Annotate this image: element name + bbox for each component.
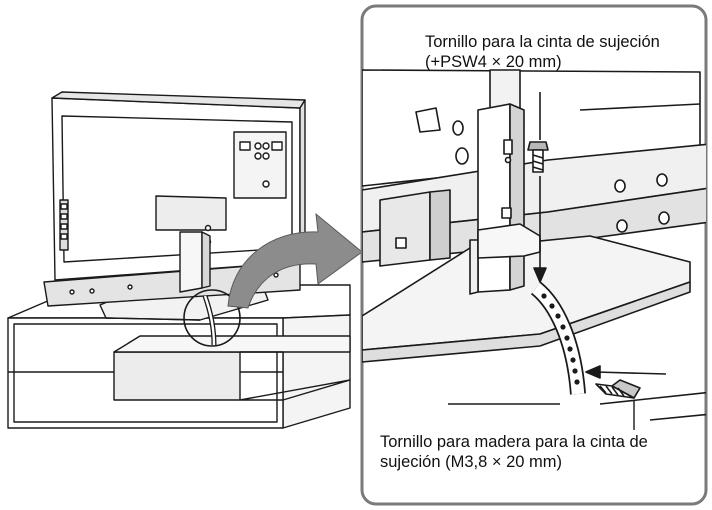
wood-screw-label: Tornillo para madera para la cinta de su… [380,432,710,472]
detail-cabinet-surface [448,391,706,421]
detail-side-bracket [379,189,451,267]
tv-cabinet [7,284,351,429]
wood-screw-label-line1: Tornillo para madera para la cinta de [380,433,648,451]
detail-stand-base [362,235,691,363]
detail-stand-neck [469,103,541,295]
strap-screw-label-line1: Tornillo para la cinta de sujeción [425,33,660,51]
tv-back [51,91,306,281]
zoom-arrow [227,212,363,309]
tv-stand-neck [179,231,211,293]
magnify-circle [183,289,241,347]
detail-scene [362,69,706,430]
wood-screw-icon [595,379,641,399]
strap-screw-label-line2: (+PSW4 × 20 mm) [425,53,562,71]
wood-screw-label-line2: sujeción (M3,8 × 20 mm) [380,453,563,471]
strap-screw-icon [527,141,549,173]
restraining-strap [530,281,586,395]
strap-screw-label: Tornillo para la cinta de sujeción (+PSW… [425,32,710,72]
overview-scene [7,91,351,429]
wood-screw-arrow [585,365,667,379]
